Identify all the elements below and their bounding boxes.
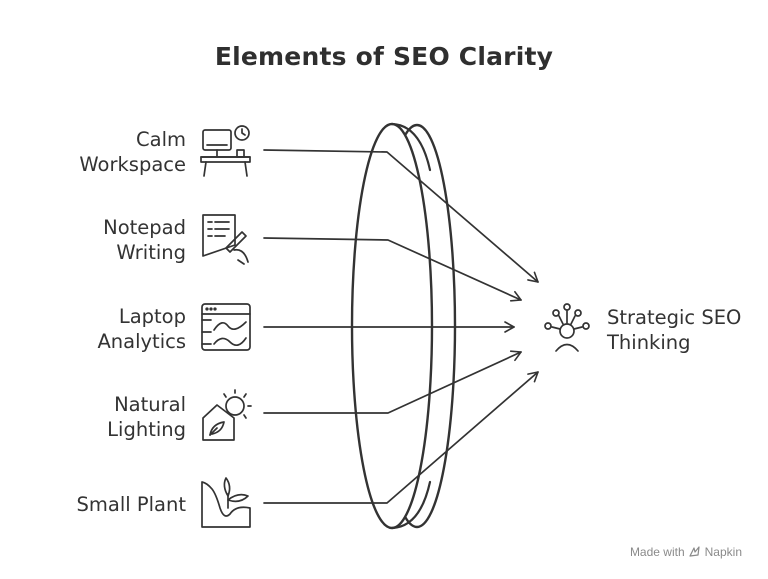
made-with-napkin-credit: Made with Napkin — [629, 545, 742, 559]
notepad-writing-icon — [202, 214, 249, 265]
analytics-chart-icon — [201, 303, 251, 351]
input-label-small-plant: Small Plant — [76, 493, 187, 516]
input-label-laptop-analytics: Laptop Analytics — [97, 305, 186, 353]
connector-notepad-writing — [263, 237, 522, 302]
input-label-natural-lighting: Natural Lighting — [107, 393, 186, 441]
desk-computer-icon — [200, 125, 251, 177]
connector-natural-lighting — [263, 350, 522, 414]
sun-house-icon — [202, 389, 252, 441]
input-label-notepad-writing: Notepad Writing — [103, 216, 186, 264]
idea-person-icon — [544, 303, 590, 352]
connector-small-plant — [263, 371, 539, 504]
napkin-logo-icon — [689, 546, 700, 557]
plant-icon — [201, 477, 251, 528]
output-label: Strategic SEO Thinking — [607, 306, 742, 354]
lens-shape — [350, 122, 457, 530]
diagram-title: Elements of SEO Clarity — [214, 42, 554, 71]
input-label-calm-workspace: Calm Workspace — [79, 128, 186, 176]
connector-calm-workspace — [263, 149, 539, 283]
